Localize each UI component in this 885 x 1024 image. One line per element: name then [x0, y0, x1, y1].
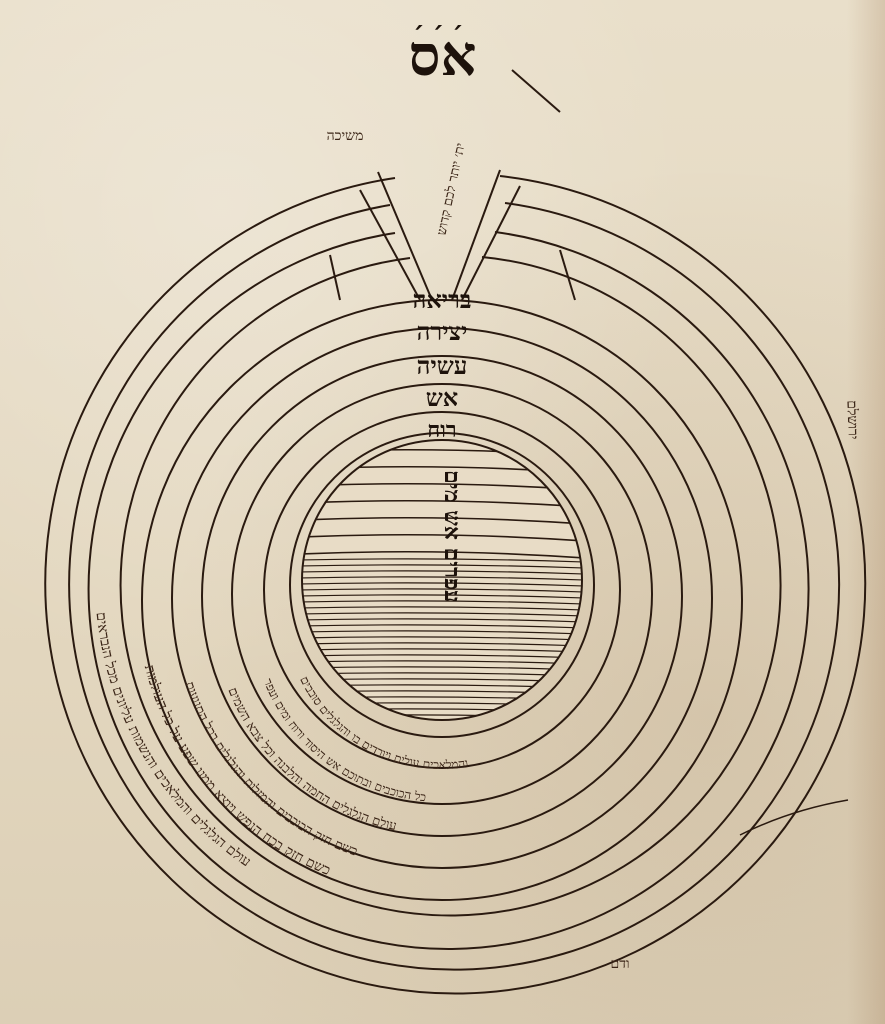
- hatch-line: [302, 654, 582, 659]
- ring-9: [263, 411, 621, 769]
- heading-marks: ׳׳׳: [413, 16, 472, 46]
- hatch-line: [302, 499, 582, 508]
- margin-right: ירושלם: [843, 400, 860, 440]
- hatch-line: [302, 570, 582, 575]
- hatch-line: [302, 576, 582, 581]
- center-vertical-text: עפרים אש מים: [439, 470, 465, 602]
- ring-1: [44, 175, 867, 995]
- hatch-line: [302, 636, 582, 641]
- page-title: אס: [408, 23, 477, 89]
- ring-3: [87, 231, 810, 950]
- hatch-line: [302, 630, 582, 635]
- ring-label-beriah: בריאה: [413, 285, 472, 314]
- hatch-line: [302, 533, 582, 542]
- margin-bottom-right: ודם: [610, 956, 629, 972]
- margin-top-center: ית׳ יותר לכם קדוש: [434, 142, 468, 237]
- ring-7: [201, 355, 683, 837]
- hatch-line: [302, 666, 582, 671]
- hatch-line: [302, 612, 582, 617]
- hatch-line: [302, 582, 582, 587]
- pen-stroke: [511, 69, 561, 113]
- hatch-line: [302, 606, 582, 611]
- ring-10: [289, 432, 595, 738]
- ring-2: [68, 202, 841, 971]
- margin-top-left: משיכה: [327, 128, 364, 144]
- pen-stroke-bottom: [739, 799, 849, 836]
- hatch-line: [302, 660, 582, 665]
- hatch-line: [302, 618, 582, 623]
- ring-5: [141, 299, 743, 901]
- hatch-line: [302, 588, 582, 593]
- hatch-line: [302, 564, 582, 569]
- ring-label-asiyah: עשיה: [417, 351, 468, 380]
- hatch-line: [302, 648, 582, 653]
- hatch-line: [302, 624, 582, 629]
- ring-6: [171, 327, 713, 869]
- ring-labels: בריאה יצירה עשיה אש רוח: [413, 285, 472, 443]
- ring-label-ruach: רוח: [427, 417, 456, 443]
- page-edge-shadow: [847, 0, 885, 1024]
- ring-label-yetzirah: יצירה: [417, 317, 468, 346]
- ring-4: [119, 256, 782, 917]
- ring-label-esh: אש: [426, 383, 458, 412]
- top-notch-lines: [329, 169, 576, 301]
- hatch-line: [302, 516, 582, 525]
- hatch-line: [302, 558, 582, 563]
- ring-8: [231, 383, 653, 805]
- outer-rings: [44, 175, 867, 995]
- hatch-line: [302, 550, 582, 559]
- hatch-line: [302, 594, 582, 599]
- hatch-line: [302, 600, 582, 605]
- inscription-ring-4: עולם הגלגלים החמה והלבנה וכל צבא השמים: [224, 685, 397, 834]
- hatch-line: [302, 642, 582, 647]
